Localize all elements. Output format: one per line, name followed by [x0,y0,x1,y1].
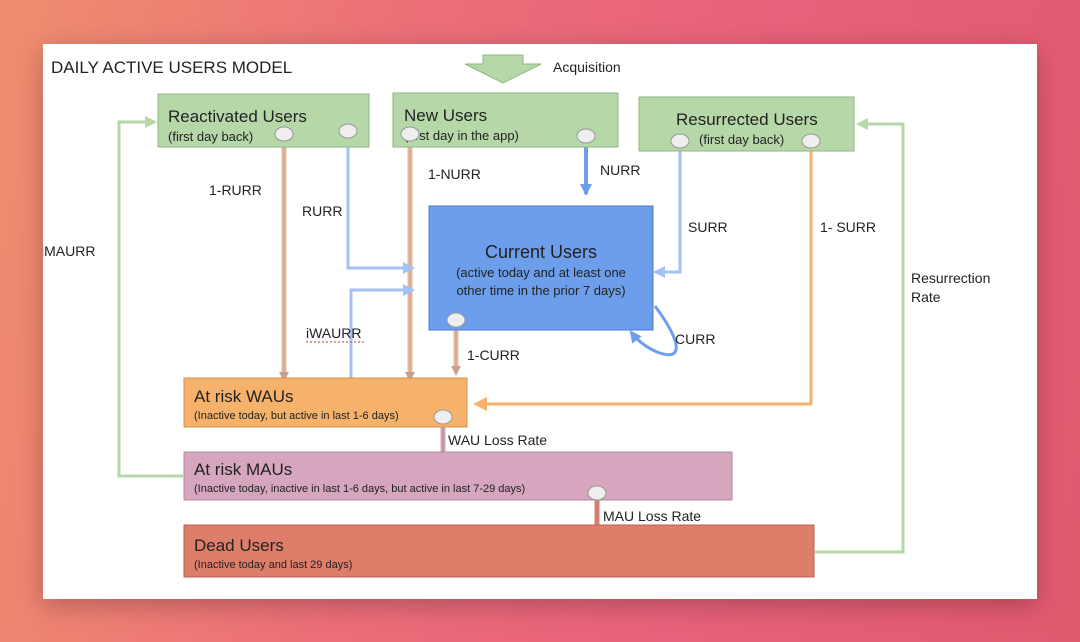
dau-model-diagram: DAILY ACTIVE USERS MODEL Acquisition Rea… [43,44,990,578]
dead-users-title: Dead Users [194,536,284,555]
resurrected-port-1 [670,133,690,149]
label-1-surr: 1- SURR [820,219,876,235]
new-users-box: New Users (first day in the app) [392,92,619,148]
label-nurr: NURR [600,162,640,178]
reactivated-users-title: Reactivated Users [168,107,307,126]
imaurr-arrow [117,116,183,478]
resurrected-users-box: Resurrected Users (first day back) [638,96,855,152]
at-risk-waus-title: At risk WAUs [194,387,293,406]
surr-arrow [653,142,682,278]
reactivated-port-2 [338,123,358,139]
at-risk-maus-subtitle: (Inactive today, inactive in last 1-6 da… [194,483,525,495]
current-users-title: Current Users [485,242,597,262]
acquisition-arrow [483,44,523,54]
iwaurr-arrow [349,284,415,378]
at-risk-waus-box: At risk WAUs (Inactive today, but active… [183,377,468,428]
dead-users-subtitle: (Inactive today and last 29 days) [194,559,352,571]
label-resurrection-rate-2: Rate [911,289,941,305]
label-resurrection-rate-1: Resurrection [911,270,990,286]
reactivated-port-1 [274,126,294,142]
at-risk-maus-title: At risk MAUs [194,460,292,479]
resurrection-rate-arrow [815,118,905,554]
diagram-title: DAILY ACTIVE USERS MODEL [51,58,292,77]
label-surr: SURR [688,219,728,235]
label-iwaurr: iWAURR [306,325,361,341]
current-users-box: Current Users (active today and at least… [428,205,654,331]
one-minus-surr-arrow [473,142,813,411]
label-wau-loss-rate: WAU Loss Rate [448,432,547,448]
label-mau-loss-rate: MAU Loss Rate [603,508,701,524]
rurr-arrow [346,136,415,274]
new-users-title: New Users [404,106,487,125]
new-port-2 [576,128,596,144]
label-1-curr: 1-CURR [467,347,520,363]
new-users-subtitle: (first day in the app) [404,128,519,143]
at-risk-maus-port [587,485,607,501]
label-rurr: RURR [302,203,342,219]
current-port [446,312,466,328]
curr-loop-arrow [629,305,678,357]
acquisition-label: Acquisition [553,59,621,75]
acquisition-arrow-icon [464,54,542,84]
resurrected-users-subtitle: (first day back) [699,132,784,147]
reactivated-users-subtitle: (first day back) [168,129,253,144]
label-curr: CURR [675,331,715,347]
label-imaurr: iMAURR [43,243,95,259]
resurrected-users-title: Resurrected Users [676,110,818,129]
resurrected-port-2 [801,133,821,149]
at-risk-maus-box: At risk MAUs (Inactive today, inactive i… [183,451,733,501]
current-users-line1: (active today and at least one [456,265,626,280]
reactivated-users-box: Reactivated Users (first day back) [157,93,370,148]
at-risk-waus-port [433,409,453,425]
label-1-rurr: 1-RURR [209,182,262,198]
new-port-1 [400,126,420,142]
label-1-nurr: 1-NURR [428,166,481,182]
current-users-line2: other time in the prior 7 days) [456,283,625,298]
at-risk-waus-subtitle: (Inactive today, but active in last 1-6 … [194,410,399,422]
diagram-card: DAILY ACTIVE USERS MODEL Acquisition Rea… [43,44,1037,599]
dead-users-box: Dead Users (Inactive today and last 29 d… [183,524,815,578]
